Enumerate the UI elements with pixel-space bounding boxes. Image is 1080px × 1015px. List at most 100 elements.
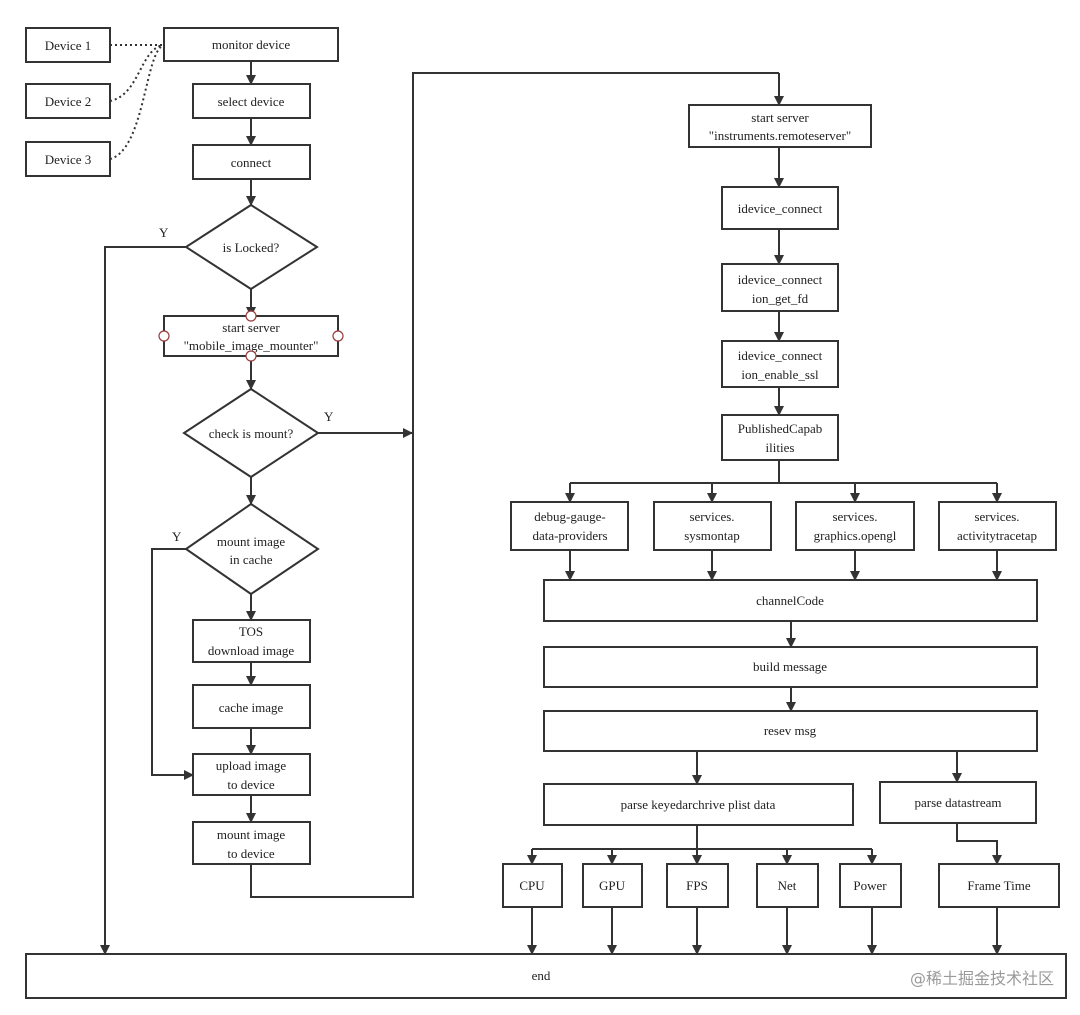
node-power-label: Power	[853, 878, 887, 893]
node-start-server-mim-line2: "mobile_image_mounter"	[184, 338, 319, 353]
node-select-device: select device	[192, 83, 311, 119]
node-sysmontap-line1: services.	[689, 509, 734, 524]
node-start-server-mim-line1: start server	[222, 320, 280, 335]
edge-device2-monitor	[109, 44, 165, 102]
node-graphics-opengl-line2: graphics.opengl	[814, 528, 897, 543]
node-enable-ssl: idevice_connect ion_enable_ssl	[721, 340, 839, 388]
node-tos-download-line2: download image	[208, 643, 295, 658]
watermark-text: @稀土掘金技术社区	[910, 969, 1054, 988]
node-device-3: Device 3	[25, 141, 111, 177]
node-gpu: GPU	[582, 863, 643, 908]
node-start-server-mim: start server "mobile_image_mounter"	[158, 310, 344, 362]
edge-connector-bottom	[250, 72, 779, 898]
edge-parsekeyed-bus	[532, 825, 872, 850]
decision-mount-image-cache-line1: mount image	[217, 534, 285, 549]
node-get-fd-line2: ion_get_fd	[752, 291, 809, 306]
node-frame-time: Frame Time	[938, 863, 1060, 908]
edge-published-bus	[570, 460, 997, 484]
edge-device3-monitor	[109, 44, 165, 160]
edge-label-locked-yes: Y	[159, 225, 169, 240]
node-published-capabilities-line2: ilities	[766, 440, 795, 455]
node-upload-image-line1: upload image	[216, 758, 287, 773]
node-fps: FPS	[666, 863, 729, 908]
decision-check-mount: check is mount?	[182, 387, 320, 479]
node-idevice-connect: idevice_connect	[721, 186, 839, 230]
node-gpu-label: GPU	[599, 878, 626, 893]
node-activitytracetap: services. activitytracetap	[938, 501, 1057, 551]
node-parse-datastream: parse datastream	[879, 781, 1037, 824]
node-cache-image-label: cache image	[219, 700, 284, 715]
node-power: Power	[839, 863, 902, 908]
node-debug-gauge: debug-gauge- data-providers	[510, 501, 629, 551]
node-device-1: Device 1	[25, 27, 111, 63]
edge-mountcache-yes-upload	[151, 548, 194, 780]
decision-is-locked-label: is Locked?	[223, 240, 280, 255]
decision-mount-image-cache-line2: in cache	[230, 552, 273, 567]
node-published-capabilities: PublishedCapab ilities	[721, 414, 839, 461]
edge-label-mount-yes: Y	[324, 409, 334, 424]
edge-label-cache-yes: Y	[172, 529, 182, 544]
node-fps-label: FPS	[686, 878, 708, 893]
node-parse-keyed-label: parse keyedarchrive plist data	[621, 797, 776, 812]
node-cpu-label: CPU	[519, 878, 545, 893]
node-get-fd: idevice_connect ion_get_fd	[721, 263, 839, 312]
node-upload-image: upload image to device	[192, 753, 311, 796]
node-mount-to-device-line2: to device	[227, 846, 275, 861]
node-tos-download-line1: TOS	[239, 624, 263, 639]
node-enable-ssl-line1: idevice_connect	[738, 348, 823, 363]
node-parse-datastream-label: parse datastream	[915, 795, 1002, 810]
node-net-label: Net	[778, 878, 797, 893]
node-build-message-label: build message	[753, 659, 827, 674]
node-select-device-label: select device	[218, 94, 285, 109]
node-device-1-label: Device 1	[45, 38, 92, 53]
node-activitytracetap-line1: services.	[974, 509, 1019, 524]
node-published-capabilities-line1: PublishedCapab	[738, 421, 823, 436]
port-right-marker	[332, 330, 344, 342]
node-cache-image: cache image	[192, 684, 311, 729]
node-end: end	[25, 953, 1067, 999]
node-connect: connect	[192, 144, 311, 180]
node-frame-time-label: Frame Time	[967, 878, 1030, 893]
node-start-server-remote: start server "instruments.remoteserver"	[688, 104, 872, 148]
node-upload-image-line2: to device	[227, 777, 275, 792]
node-sysmontap: services. sysmontap	[653, 501, 772, 551]
node-mount-to-device-line1: mount image	[217, 827, 285, 842]
node-monitor-device-label: monitor device	[212, 37, 291, 52]
node-resev-msg-label: resev msg	[764, 723, 817, 738]
node-resev-msg: resev msg	[543, 710, 1038, 752]
node-channel-code: channelCode	[543, 579, 1038, 622]
node-build-message: build message	[543, 646, 1038, 688]
node-end-label: end	[532, 968, 551, 983]
node-graphics-opengl: services. graphics.opengl	[795, 501, 915, 551]
node-start-server-remote-line2: "instruments.remoteserver"	[709, 128, 851, 143]
edges	[100, 44, 1002, 955]
node-debug-gauge-line1: debug-gauge-	[534, 509, 605, 524]
node-enable-ssl-line2: ion_enable_ssl	[741, 367, 819, 382]
node-connect-label: connect	[231, 155, 272, 170]
node-monitor-device: monitor device	[163, 27, 339, 62]
node-start-server-remote-line1: start server	[751, 110, 809, 125]
edge-parsestream-frametime	[956, 823, 1002, 865]
node-device-2: Device 2	[25, 83, 111, 119]
edge-islocked-yes-end	[100, 246, 186, 955]
node-debug-gauge-line2: data-providers	[532, 528, 607, 543]
node-mount-to-device: mount image to device	[192, 821, 311, 865]
decision-mount-image-cache: mount image in cache	[184, 502, 320, 596]
node-graphics-opengl-line1: services.	[832, 509, 877, 524]
node-idevice-connect-label: idevice_connect	[738, 201, 823, 216]
decision-is-locked: is Locked?	[184, 203, 319, 291]
node-device-3-label: Device 3	[45, 152, 92, 167]
node-parse-keyed: parse keyedarchrive plist data	[543, 783, 854, 826]
port-left-marker	[158, 330, 170, 342]
node-sysmontap-line2: sysmontap	[684, 528, 740, 543]
node-net: Net	[756, 863, 819, 908]
node-tos-download: TOS download image	[192, 619, 311, 663]
port-top-marker	[245, 310, 257, 322]
node-activitytracetap-line2: activitytracetap	[957, 528, 1037, 543]
node-channel-code-label: channelCode	[756, 593, 824, 608]
decision-check-mount-label: check is mount?	[209, 426, 294, 441]
node-get-fd-line1: idevice_connect	[738, 272, 823, 287]
port-bottom-marker	[245, 350, 257, 362]
node-cpu: CPU	[502, 863, 563, 908]
